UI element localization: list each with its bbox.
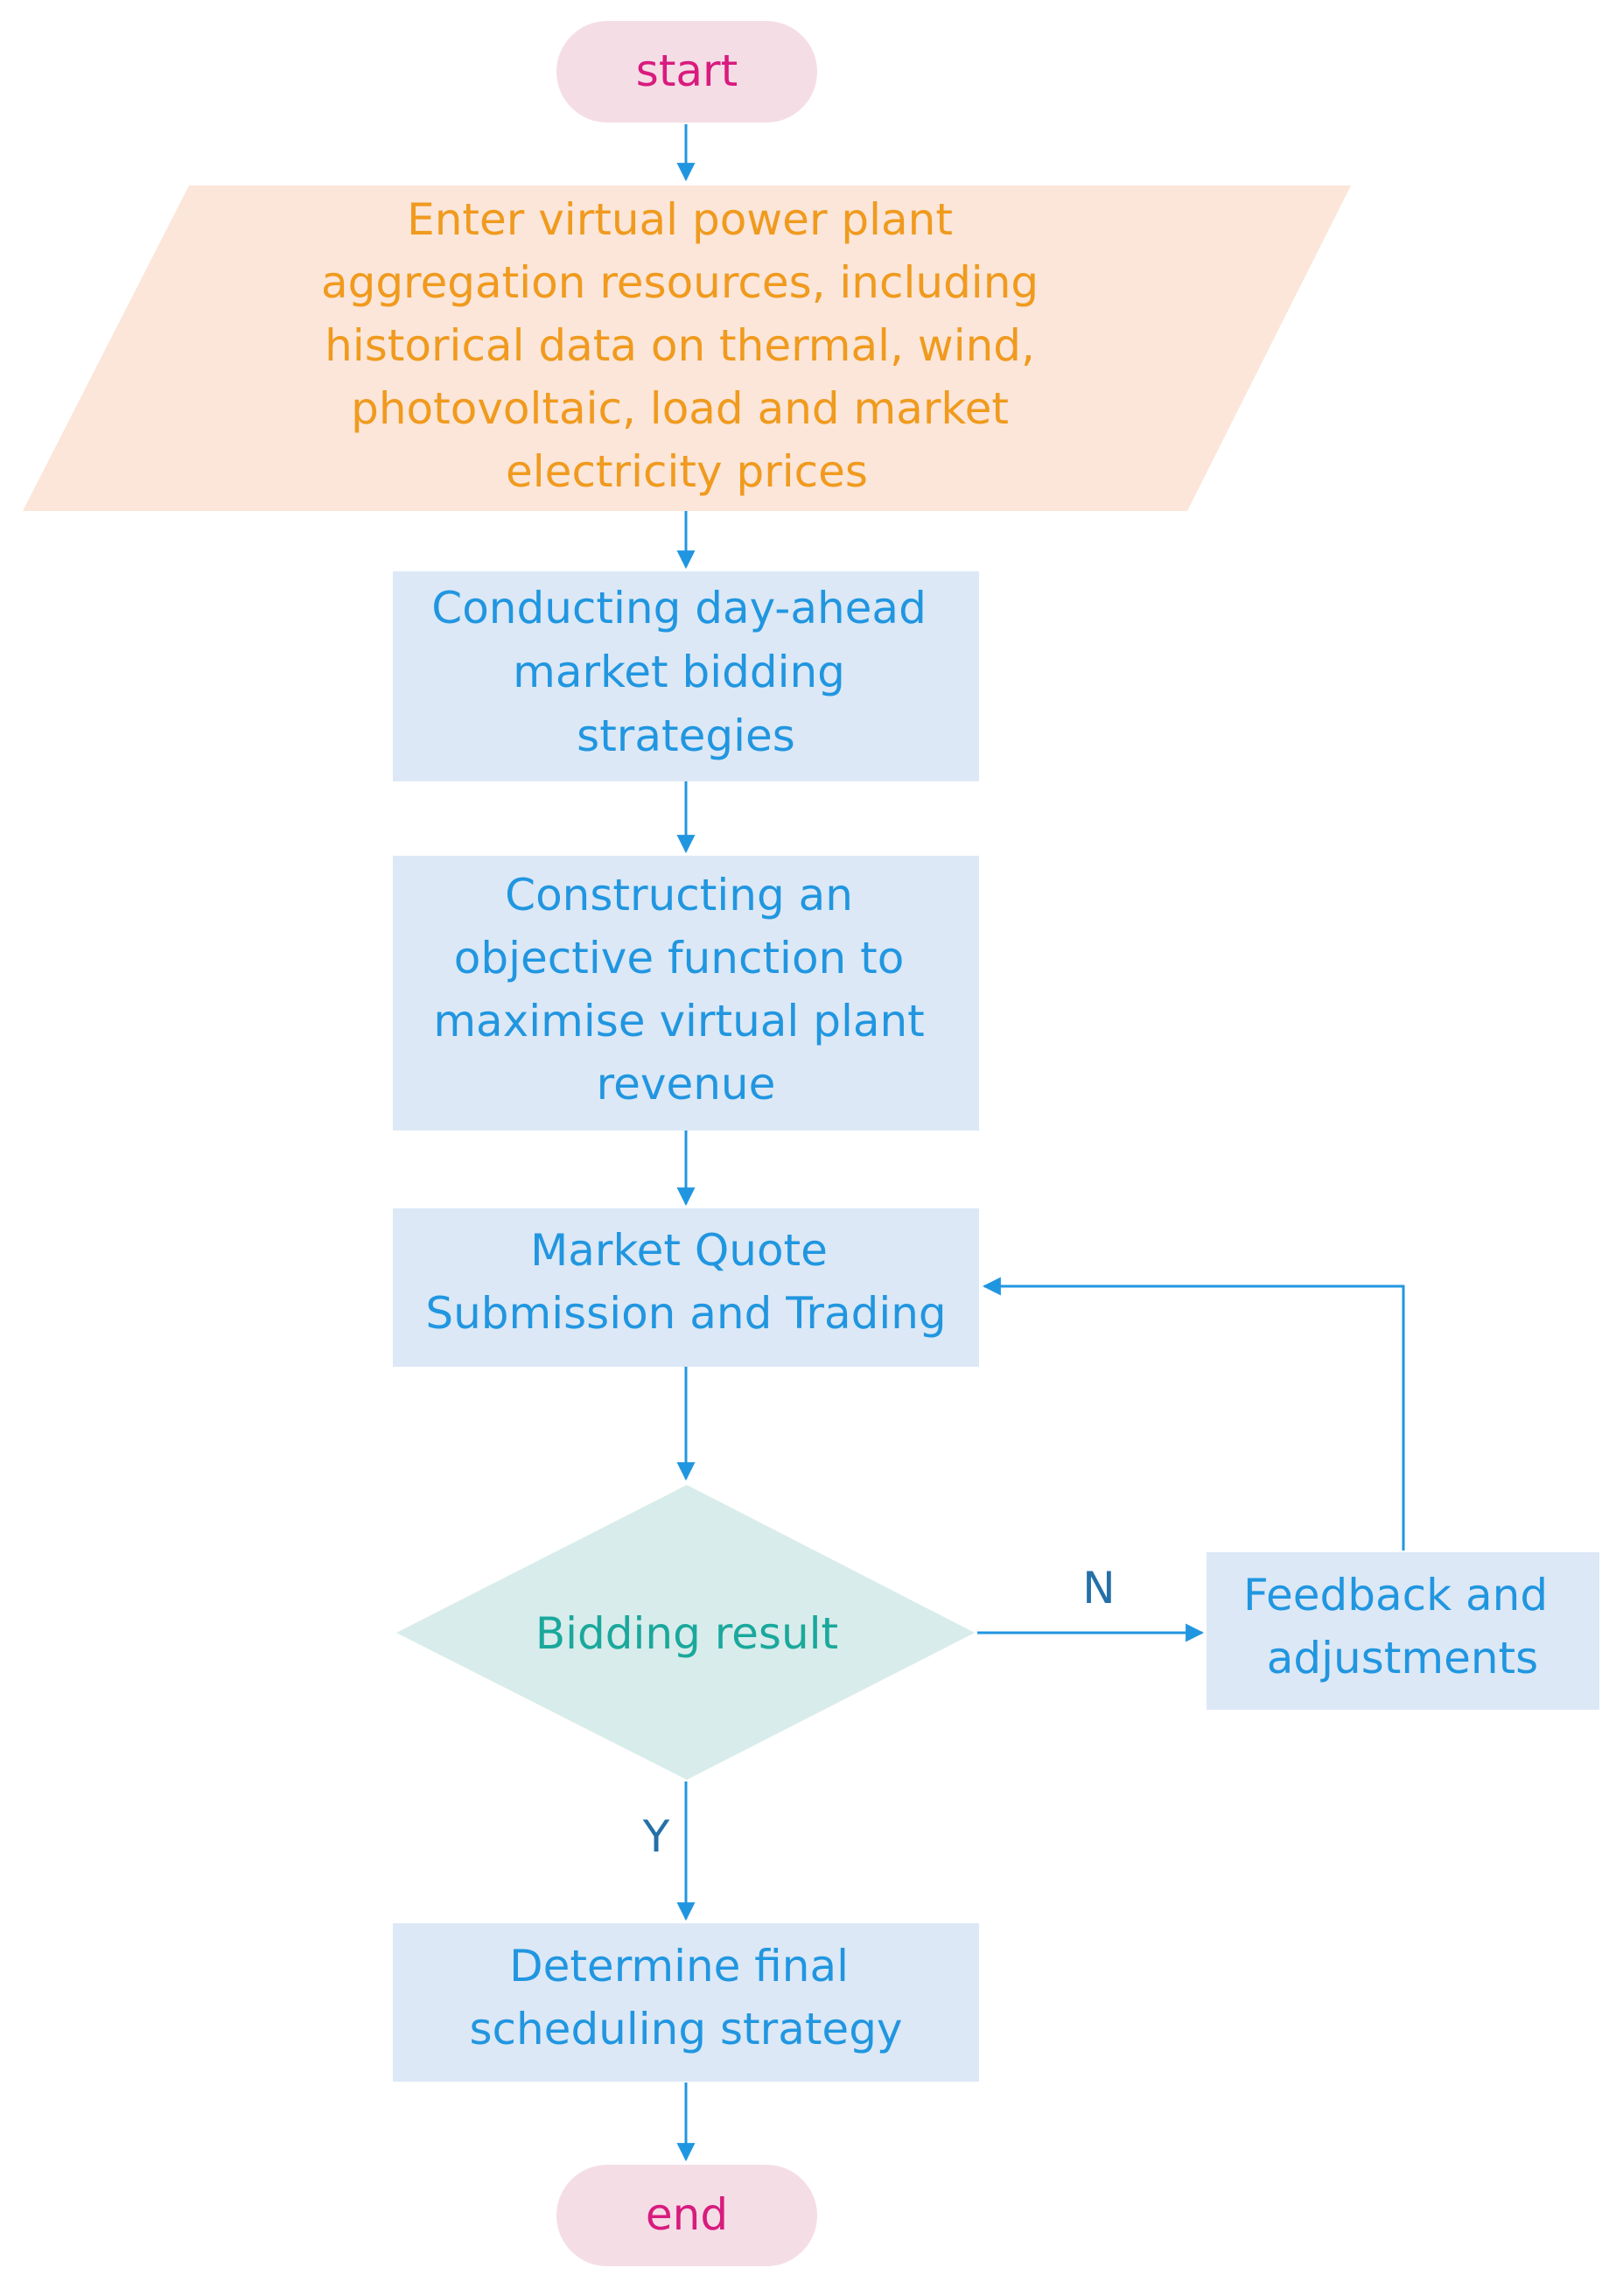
step4-node-text: Determine final scheduling strategy [469, 1941, 902, 2054]
step1-node: Conducting day-ahead market bidding stra… [393, 571, 979, 781]
input-node-line: Enter virtual power plant [407, 194, 953, 245]
step4-node-line: Determine final [509, 1941, 849, 1992]
input-node-text: Enter virtual power plant aggregation re… [321, 194, 1053, 497]
step2-node-line: maximise virtual plant [433, 996, 924, 1046]
step2-node-shape [393, 856, 979, 1130]
input-node-line: electricity prices [506, 446, 868, 497]
start-terminal-label: start [636, 46, 738, 96]
step2-node: Constructing an objective function to ma… [393, 856, 979, 1130]
input-node-line: aggregation resources, including [321, 257, 1039, 308]
step3-node-line: Submission and Trading [425, 1288, 946, 1339]
start-terminal: start [556, 21, 817, 122]
step2-node-line: Constructing an [505, 870, 853, 920]
step2-node-text: Constructing an objective function to ma… [433, 870, 938, 1110]
input-node-line: photovoltaic, load and market [351, 383, 1009, 434]
decision-node-label: Bidding result [535, 1608, 838, 1659]
end-terminal-label: end [646, 2189, 728, 2240]
step2-node-line: objective function to [454, 933, 905, 984]
input-node: Enter virtual power plant aggregation re… [23, 186, 1351, 511]
step4-node: Determine final scheduling strategy [393, 1923, 979, 2082]
step3-node-text: Market Quote Submission and Trading [425, 1225, 946, 1339]
step1-node-line: Conducting day-ahead [431, 583, 927, 634]
decision-node: Bidding result [396, 1485, 975, 1780]
decision-node-shape [396, 1485, 975, 1780]
input-node-shape [23, 186, 1351, 511]
branch-yes-label: Y [642, 1811, 670, 1862]
step1-node-shape [393, 571, 979, 781]
start-terminal-shape [556, 21, 817, 122]
feedback-node: Feedback and adjustments [1207, 1552, 1599, 1710]
connectors [676, 124, 1405, 2162]
end-terminal: end [556, 2165, 817, 2266]
step1-node-text: Conducting day-ahead market bidding stra… [431, 583, 940, 761]
step2-node-line: revenue [597, 1059, 776, 1110]
step4-node-shape [393, 1923, 979, 2082]
step3-node-shape [393, 1208, 979, 1367]
step4-node-line: scheduling strategy [469, 2004, 902, 2054]
step1-node-line: strategies [577, 710, 795, 761]
input-node-line: historical data on thermal, wind, [325, 320, 1035, 371]
feedback-node-line: adjustments [1267, 1633, 1538, 1684]
branch-no-label: N [1082, 1563, 1115, 1614]
end-terminal-shape [556, 2165, 817, 2266]
feedback-node-text: Feedback and adjustments [1243, 1570, 1562, 1684]
arrow-feedback-to-step3 [982, 1277, 1405, 1550]
feedback-node-shape [1207, 1552, 1599, 1710]
feedback-node-line: Feedback and [1243, 1570, 1548, 1620]
step1-node-line: market bidding [513, 647, 845, 697]
step3-node-line: Market Quote [530, 1225, 828, 1276]
step3-node: Market Quote Submission and Trading [393, 1208, 979, 1367]
